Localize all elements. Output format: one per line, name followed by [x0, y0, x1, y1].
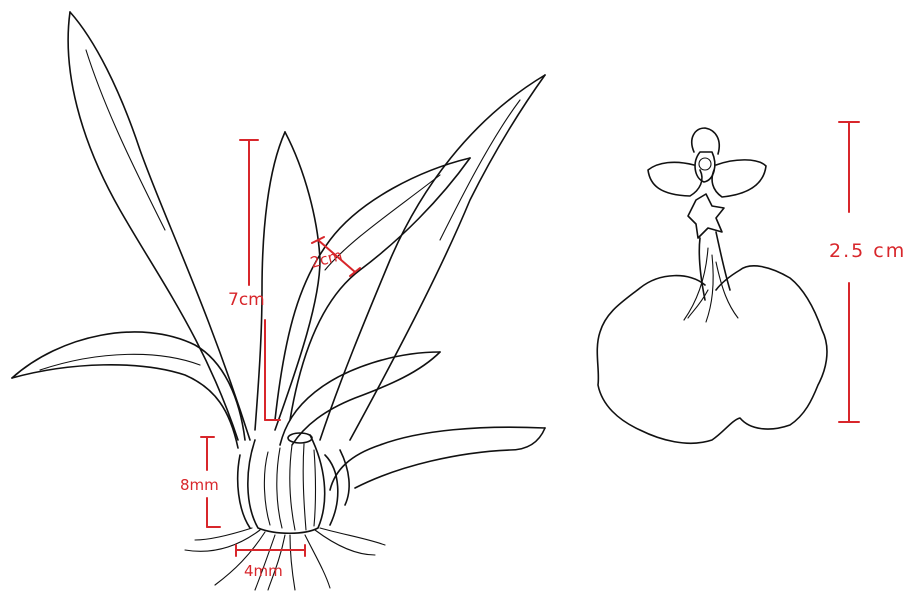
dimension-leaf-length: 7cm [228, 140, 280, 420]
leaf-inner-small [280, 352, 440, 445]
dimension-pseudobulb-height: 8mm [180, 437, 220, 527]
leaf-upper-right [320, 75, 545, 440]
dimension-pseudobulb-width: 4mm [236, 545, 305, 580]
right-petal [712, 160, 766, 197]
leaf-width-label: 2cm [308, 246, 344, 272]
roots [185, 528, 385, 590]
left-petal [648, 162, 702, 196]
leaf-right-diagonal [275, 158, 470, 420]
pseudobulb-height-label: 8mm [180, 476, 219, 494]
leaf-tall-left [68, 12, 250, 440]
dimension-flower-height: 2.5 cm [829, 122, 906, 422]
leaf-length-label: 7cm [228, 290, 265, 310]
dorsal-sepal [692, 128, 719, 154]
leaf-lower-right [330, 427, 545, 490]
leaf-lower-left [12, 332, 245, 448]
pseudobulb-width-label: 4mm [244, 562, 283, 580]
orchid-flower [597, 128, 827, 443]
flower-height-label: 2.5 cm [829, 240, 906, 262]
lip-callus [688, 194, 724, 238]
orchid-plant [12, 12, 545, 590]
